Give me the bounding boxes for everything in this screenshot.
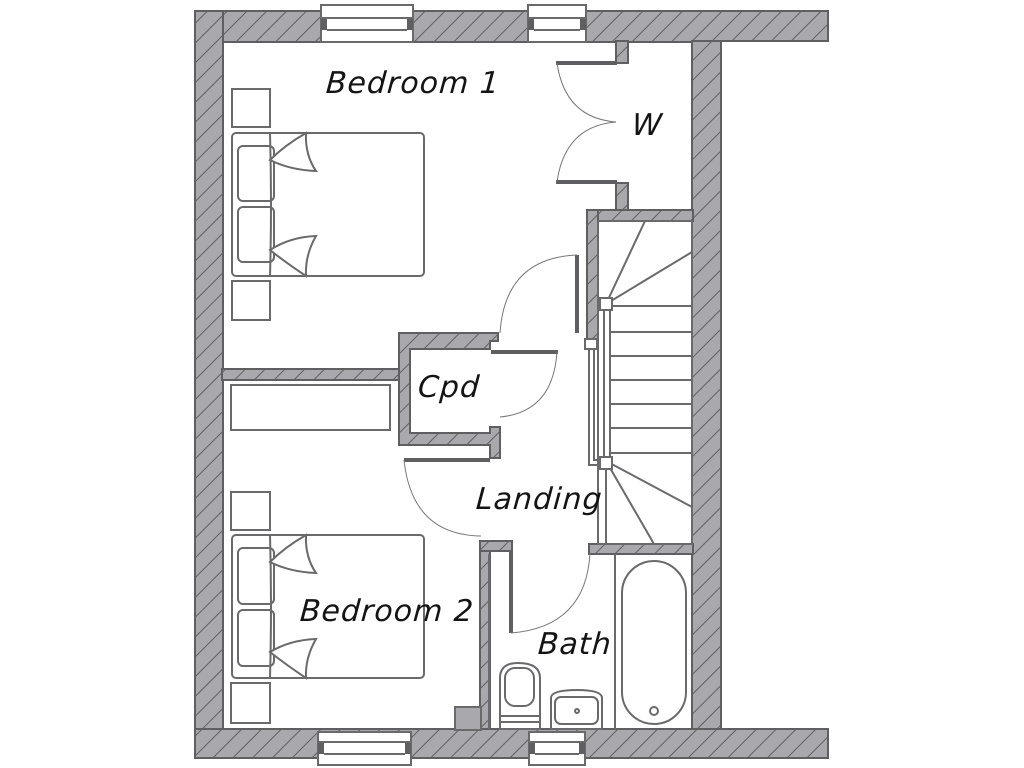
wall-bathroom-top xyxy=(588,543,694,555)
wall-wardrobe-bottom xyxy=(586,209,694,222)
door-wardrobe xyxy=(556,61,617,184)
bedside-table-3 xyxy=(230,491,271,531)
wall-right xyxy=(691,40,722,730)
wall-wardrobe-stub-bottom xyxy=(615,182,629,212)
toilet xyxy=(499,661,541,730)
bedside-table-1 xyxy=(231,88,271,128)
bedside-table-4 xyxy=(230,682,271,724)
windows xyxy=(317,4,587,766)
double-bed-2 xyxy=(231,534,425,679)
door-cupboard xyxy=(491,350,558,418)
wall-stair-left xyxy=(586,209,599,341)
washbasin xyxy=(550,688,603,730)
pillow-1a xyxy=(237,145,275,202)
door-bathroom xyxy=(509,552,591,634)
room-label-bedroom1: Bedroom 1 xyxy=(324,66,502,101)
window-bedroom1 xyxy=(320,4,414,43)
room-label-landing: Landing xyxy=(474,482,604,517)
wall-top xyxy=(194,10,829,43)
room-label-bedroom2: Bedroom 2 xyxy=(298,594,476,629)
bathtub xyxy=(621,560,687,725)
wall-left xyxy=(194,10,224,759)
bedroom1-furniture xyxy=(231,88,425,321)
bedside-table-2 xyxy=(231,280,271,321)
bedroom2-furniture xyxy=(230,384,425,724)
bathroom-fixtures xyxy=(488,554,687,730)
wall-bottom xyxy=(194,728,829,759)
room-label-cupboard: Cpd xyxy=(416,370,482,405)
interior-walls xyxy=(221,40,694,731)
door-bedroom2 xyxy=(403,458,490,537)
window-bedroom2 xyxy=(317,731,412,766)
room-label-bathroom: Bath xyxy=(536,627,613,662)
wall-cupboard xyxy=(398,332,501,459)
wall-wardrobe-stub-top xyxy=(615,40,629,64)
wall-bathroom-stub xyxy=(479,540,513,552)
door-bedroom1 xyxy=(499,254,579,334)
pillow-1b xyxy=(237,206,275,263)
staircase xyxy=(584,220,693,545)
pillow-2b xyxy=(237,609,275,667)
window-bathroom xyxy=(528,731,586,766)
room-label-wardrobe: W xyxy=(630,108,664,143)
pillow-2a xyxy=(237,547,275,605)
dresser xyxy=(230,384,391,431)
corner-pillar xyxy=(454,706,482,731)
doors xyxy=(403,61,617,634)
window-wardrobe xyxy=(527,4,587,43)
double-bed-1 xyxy=(231,132,425,277)
wall-bedroom-divider xyxy=(221,368,411,381)
